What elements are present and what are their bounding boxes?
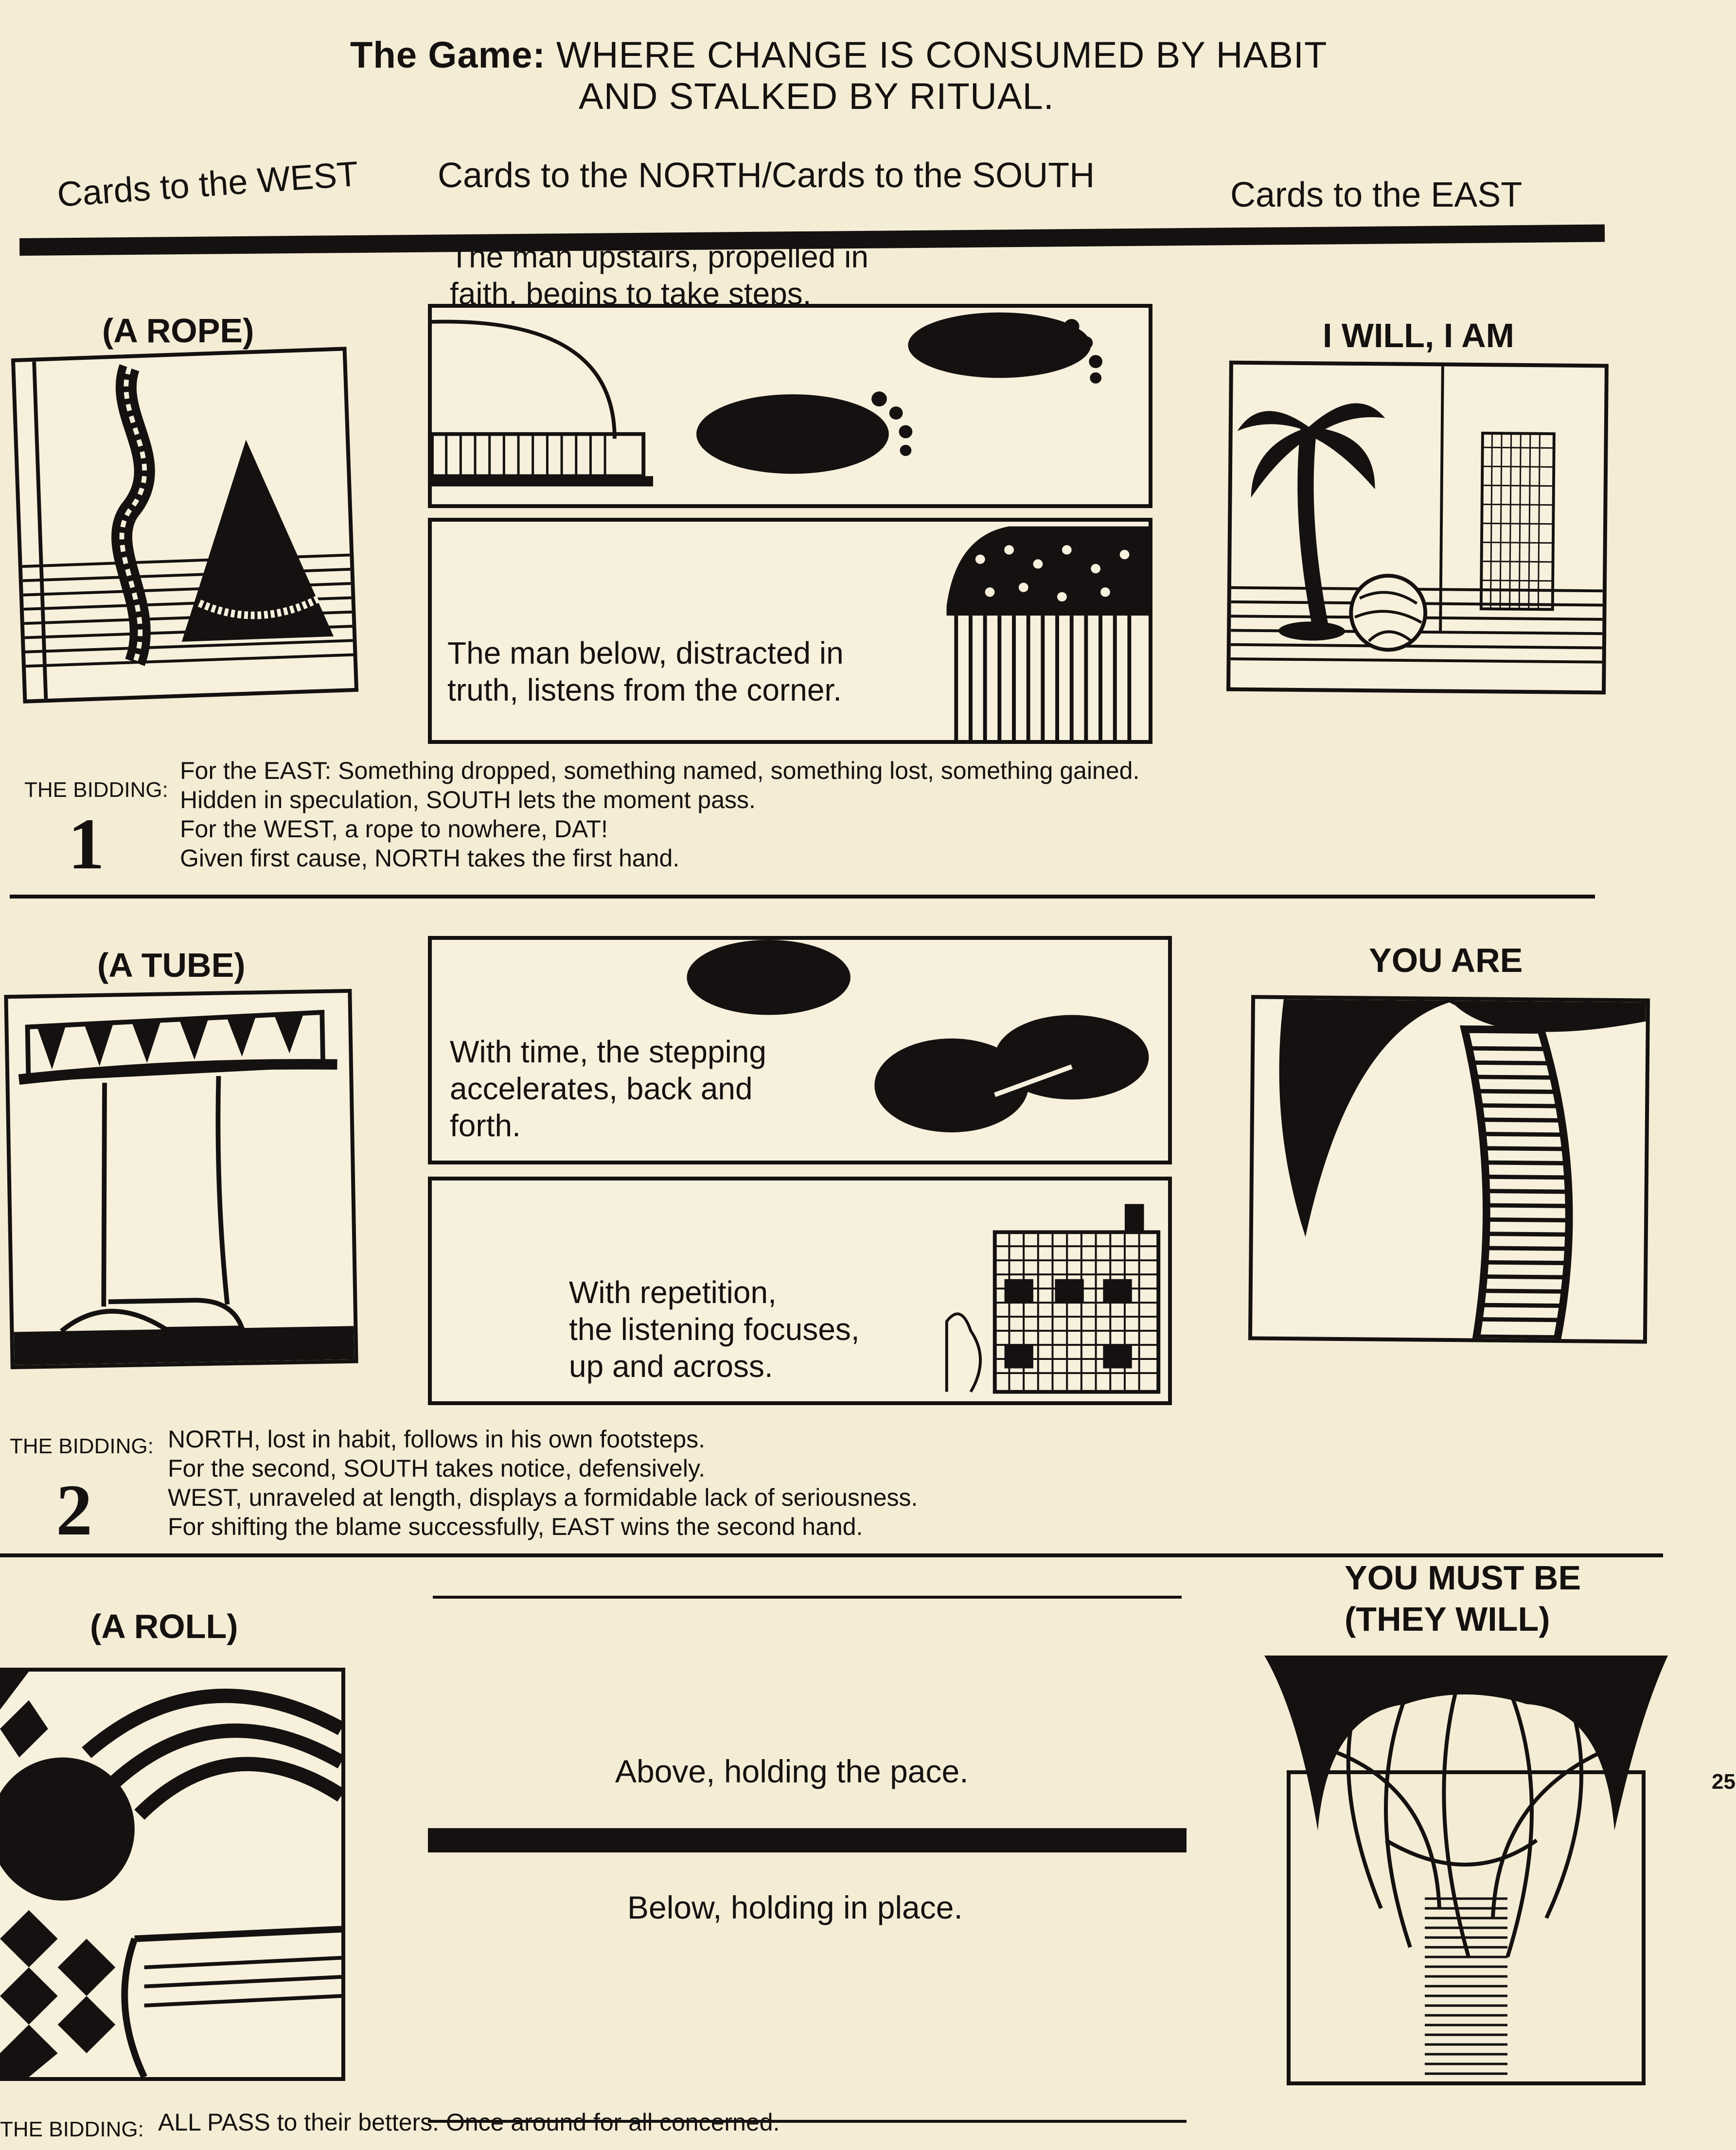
bidding-line: For the WEST, a rope to nowhere, DAT! xyxy=(180,815,608,843)
bidding-text-2: NORTH, lost in habit, follows in his own… xyxy=(168,1425,918,1541)
bidding-label-2: THE BIDDING: xyxy=(10,1434,154,1458)
bidding-line: WEST, unraveled at length, displays a fo… xyxy=(168,1484,918,1511)
west-label-roll: (A ROLL) xyxy=(90,1607,238,1645)
east-label-they-will: (THEY WILL) xyxy=(1345,1600,1550,1638)
upper-caption-2: With time, the stepping accelerates, bac… xyxy=(450,1034,766,1143)
title-line-2: AND STALKED BY RITUAL. xyxy=(579,76,1054,117)
upper-caption-3: Above, holding the pace. xyxy=(615,1753,969,1789)
west-label-rope: (A ROPE) xyxy=(102,312,254,350)
tube-illustration xyxy=(4,988,358,1370)
leaves-illustration xyxy=(1264,1656,1668,2088)
bidding-label-1: THE BIDDING: xyxy=(24,778,168,802)
bidding-text-1: For the EAST: Something dropped, somethi… xyxy=(180,756,1139,873)
section-divider-2 xyxy=(0,1553,1663,1557)
listening-window-illustration xyxy=(428,1177,1172,1405)
bidding-line: Hidden in speculation, SOUTH lets the mo… xyxy=(180,786,756,813)
listening-corner-illustration xyxy=(428,518,1152,744)
column-header-east: Cards to the EAST xyxy=(1230,176,1523,214)
footsteps-illustration xyxy=(428,304,1152,508)
column-header-north-south: Cards to the NORTH/Cards to the SOUTH xyxy=(438,156,1095,195)
bidding-line: NORTH, lost in habit, follows in his own… xyxy=(168,1426,706,1453)
west-label-tube: (A TUBE) xyxy=(97,946,246,984)
bidding-line: For the second, SOUTH takes notice, defe… xyxy=(168,1455,706,1482)
bidding-line: ALL PASS to their betters. Once around f… xyxy=(158,2109,780,2136)
east-label-you-are: YOU ARE xyxy=(1369,941,1523,979)
palm-tree-illustration xyxy=(1226,360,1609,695)
hand-number-2: 2 xyxy=(56,1470,92,1551)
lower-caption-2: With repetition, the listening focuses, … xyxy=(569,1275,860,1384)
bidding-line: For the EAST: Something dropped, somethi… xyxy=(180,757,1140,784)
column-header-west: Cards to the WEST xyxy=(56,154,360,214)
roll-illustration xyxy=(0,1668,345,2081)
title-line-1: WHERE CHANGE IS CONSUMED BY HABIT xyxy=(556,35,1328,76)
bidding-line: For shifting the blame successfully, EAS… xyxy=(168,1513,863,1540)
east-label-i-will: I WILL, I AM xyxy=(1323,317,1514,354)
game-label: The Game: xyxy=(350,35,546,76)
center-thick-bar xyxy=(428,1828,1187,1852)
bidding-line: Given first cause, NORTH takes the first… xyxy=(180,845,680,872)
hand-number-1: 1 xyxy=(68,804,105,884)
bidding-text-3: ALL PASS to their betters. Once around f… xyxy=(158,2108,780,2137)
page-number: 25 xyxy=(1712,1770,1736,1794)
lower-thin-rule xyxy=(428,2120,1187,2123)
upper-caption-1: The man upstairs, propelled in faith, be… xyxy=(450,239,868,311)
upper-thin-rule xyxy=(433,1596,1182,1599)
section-divider-1 xyxy=(10,895,1595,899)
stepping-illustration xyxy=(428,936,1172,1164)
rope-illustration xyxy=(11,347,359,704)
bidding-label-3: THE BIDDING: xyxy=(0,2117,144,2141)
leaf-ladder-illustration xyxy=(1248,995,1650,1344)
lower-caption-1: The man below, distracted in truth, list… xyxy=(447,635,844,707)
east-label-you-must-be: YOU MUST BE xyxy=(1345,1559,1581,1597)
lower-caption-3: Below, holding in place. xyxy=(627,1889,963,1925)
page-title: The Game: WHERE CHANGE IS CONSUMED BY HA… xyxy=(350,34,1327,76)
